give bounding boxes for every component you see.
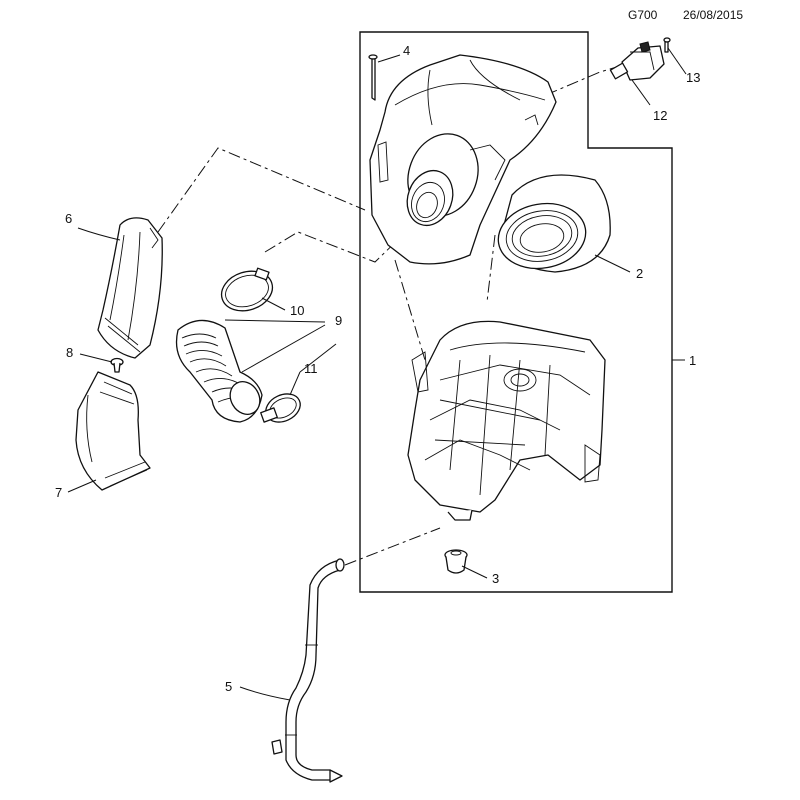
- screw: [368, 54, 378, 101]
- callout-9: 9: [335, 313, 342, 328]
- diagram-date: 26/08/2015: [683, 8, 744, 22]
- breather-pipe: [271, 558, 345, 783]
- air-intake-hose: [175, 319, 263, 423]
- hose-clamp-large: [220, 267, 274, 312]
- callout-5: 5: [225, 679, 232, 694]
- air-intake-duct-lower: [75, 371, 151, 491]
- leader-lines: [67, 47, 687, 701]
- callout-12: 12: [653, 108, 667, 123]
- callout-6: 6: [65, 211, 72, 226]
- diagram-code: G700: [628, 8, 658, 22]
- callout-1: 1: [689, 353, 696, 368]
- callout-2: 2: [636, 266, 643, 281]
- sensor-screw: [663, 37, 671, 53]
- callout-7: 7: [55, 485, 62, 500]
- callout-labels: 1 2 3 4 5 6 7 8 9 10 11 12 13: [55, 43, 700, 694]
- assembly-boundary-box: [359, 31, 673, 593]
- callout-13: 13: [686, 70, 700, 85]
- air-flow-sensor: [609, 41, 665, 81]
- callout-11: 11: [304, 361, 318, 376]
- hose-clamp-small: [260, 393, 301, 423]
- air-cleaner-cover: [369, 54, 557, 265]
- callout-4: 4: [403, 43, 410, 58]
- drain-valve: [444, 549, 468, 574]
- air-intake-duct-upper: [97, 217, 163, 359]
- callout-10: 10: [290, 303, 304, 318]
- callout-3: 3: [492, 571, 499, 586]
- air-cleaner-housing: [407, 320, 606, 521]
- air-filter-element: [497, 174, 611, 273]
- push-clip: [110, 357, 124, 373]
- callout-8: 8: [66, 345, 73, 360]
